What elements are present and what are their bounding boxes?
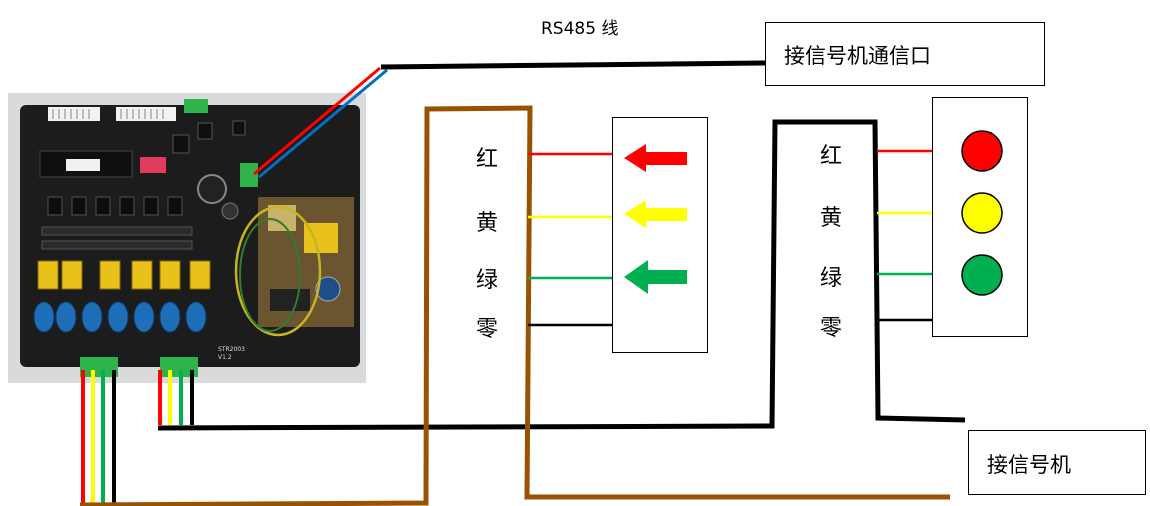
yellow-left-arrow-icon: [624, 200, 687, 228]
signal-machine-label: 接信号机: [987, 453, 1071, 477]
signal-machine-box: 接信号机: [968, 430, 1146, 495]
board-silkscreen-2: V1.2: [218, 354, 232, 361]
green-left-arrow-icon: [624, 260, 687, 294]
left-label-neutral: 零: [476, 317, 499, 342]
comm-port-label: 接信号机通信口: [784, 44, 931, 68]
right-label-neutral: 零: [820, 316, 843, 341]
right-label-yellow: 黄: [820, 206, 843, 231]
board-silkscreen-1: STR2003: [218, 346, 245, 353]
red-left-arrow-icon: [624, 144, 687, 172]
green-lamp-icon: [961, 254, 1003, 296]
right-label-green: 绿: [820, 266, 843, 291]
rs485-label: RS485 线: [541, 19, 619, 39]
yellow-lamp-icon: [961, 192, 1003, 234]
comm-port-box: 接信号机通信口: [765, 22, 1045, 86]
output-connector-left: [80, 357, 118, 377]
left-label-yellow: 黄: [476, 211, 499, 236]
red-lamp-icon: [961, 130, 1003, 172]
left-label-red: 红: [476, 147, 499, 172]
right-label-red: 红: [820, 144, 843, 169]
left-label-green: 绿: [476, 268, 499, 293]
